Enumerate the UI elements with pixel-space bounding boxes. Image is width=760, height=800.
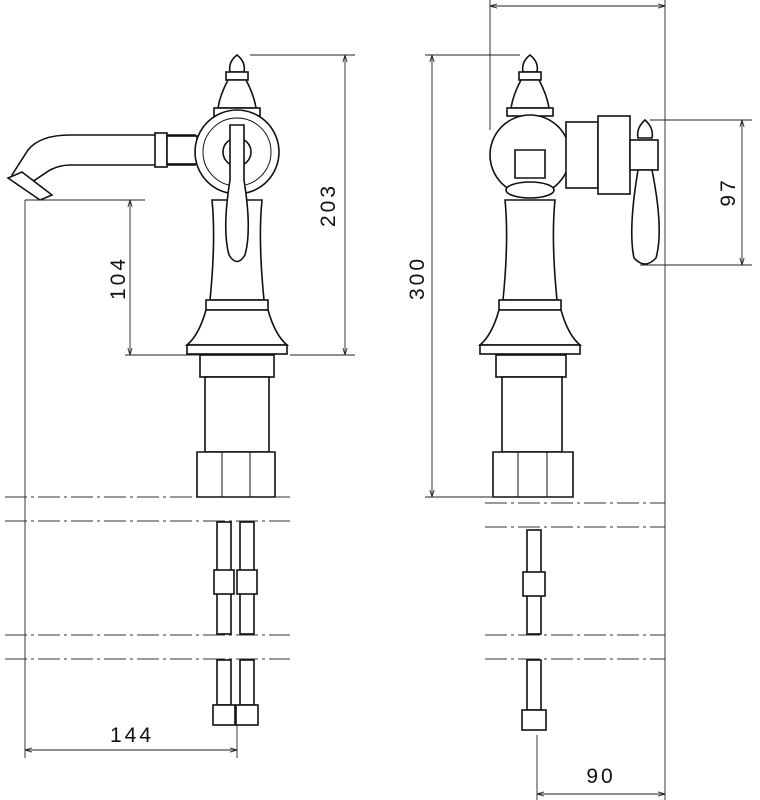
dim-label-144: 144 <box>110 724 154 747</box>
front-view-faucet <box>6 53 290 726</box>
dim-label-104: 104 <box>107 256 130 300</box>
dimension-lines <box>24 0 752 800</box>
center-lines <box>5 496 665 660</box>
dim-label-300: 300 <box>406 256 429 300</box>
side-view-faucet <box>477 53 660 731</box>
dim-label-203: 203 <box>317 183 340 227</box>
dim-label-97: 97 <box>717 177 740 206</box>
dim-label-90: 90 <box>586 765 615 788</box>
